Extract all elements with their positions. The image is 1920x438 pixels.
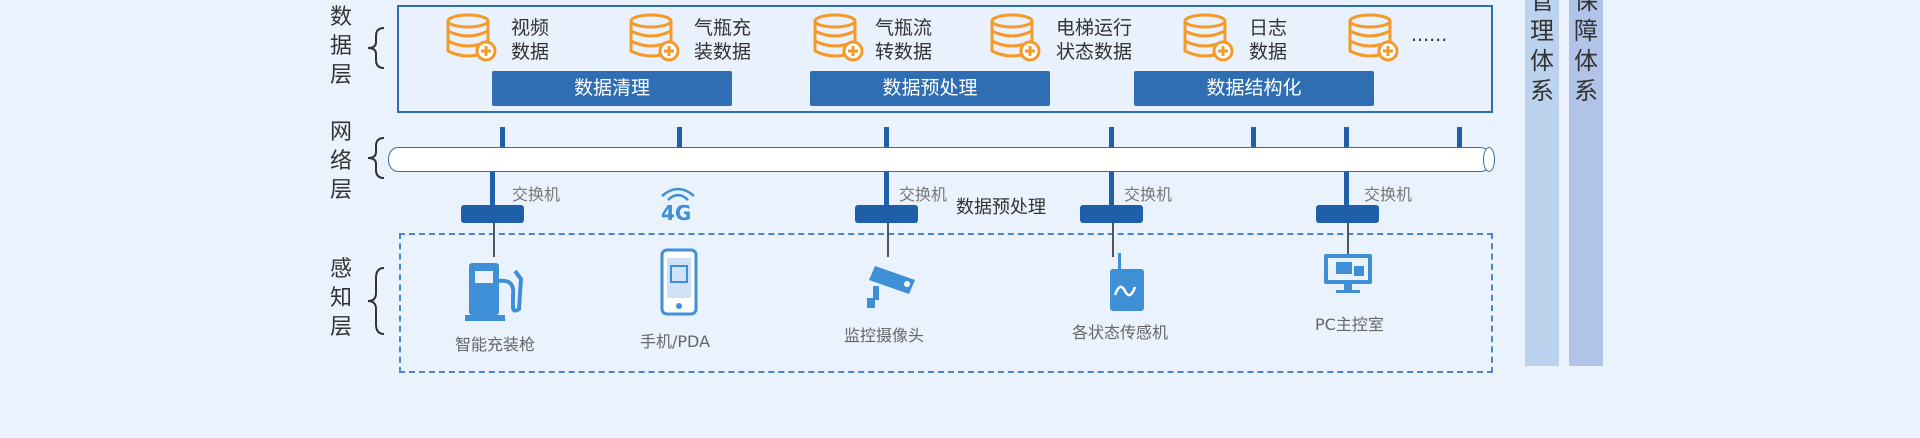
database-icon	[446, 13, 497, 62]
device-connector	[887, 223, 889, 257]
data-source-line: 数据	[1249, 41, 1288, 63]
data-source-line: 气瓶流	[875, 17, 933, 39]
network-switch	[1316, 205, 1379, 223]
switch-label: 交换机	[899, 185, 948, 204]
sensor-icon	[1110, 253, 1144, 311]
switch-label: 交换机	[512, 185, 561, 204]
data-source-line: ......	[1411, 24, 1448, 46]
preprocessing-note: 数据预处理	[956, 197, 1046, 218]
database-icon	[990, 13, 1041, 62]
data-source-label: 日志 数据	[1249, 16, 1287, 64]
data-source-line: 数据	[511, 41, 550, 63]
network-switch	[461, 205, 524, 223]
pc-monitor-icon	[1324, 254, 1372, 293]
connector-stem	[1109, 127, 1114, 147]
brace-network	[367, 137, 385, 179]
connector-stem	[1251, 127, 1256, 147]
layer-label-data: 数 据 层	[326, 3, 356, 90]
camera-icon	[867, 266, 915, 308]
data-source-line: 电梯运行	[1056, 17, 1133, 39]
device-label: 各状态传感机	[1072, 323, 1169, 342]
data-source-line: 日志	[1249, 17, 1288, 39]
data-cleaning-button[interactable]: 数据清理	[492, 71, 732, 106]
mobile-phone-icon	[660, 248, 698, 316]
switch-label: 交换机	[1124, 185, 1173, 204]
switch-label: 交换机	[1364, 185, 1413, 204]
layer-label-data-text: 数 据 层	[329, 5, 352, 88]
data-structuring-button[interactable]: 数据结构化	[1134, 71, 1374, 106]
security-system-column: 保 障 体 系	[1569, 0, 1603, 366]
4g-signal-icon: 4G	[658, 184, 698, 228]
management-system-text: 管 理 体 系	[1530, 0, 1554, 105]
switch-stem	[490, 172, 495, 205]
switch-stem	[884, 172, 889, 205]
data-source-line: 视频	[511, 17, 550, 39]
data-preprocessing-button[interactable]: 数据预处理	[810, 71, 1050, 106]
data-source-label: 视频 数据	[511, 16, 549, 64]
connector-stem	[500, 127, 505, 147]
data-source-label: ......	[1411, 23, 1447, 47]
database-icon	[629, 13, 680, 62]
layer-label-perception: 感 知 层	[326, 255, 356, 342]
device-connector	[1347, 223, 1349, 257]
brace-perception	[367, 267, 385, 335]
database-icon	[1183, 13, 1234, 62]
database-icon	[813, 13, 864, 62]
device-label: PC主控室	[1315, 315, 1384, 334]
management-system-column: 管 理 体 系	[1525, 0, 1559, 366]
layer-label-perception-text: 感 知 层	[329, 257, 352, 340]
device-label: 监控摄像头	[844, 326, 925, 345]
data-source-label: 气瓶充 装数据	[694, 16, 751, 64]
security-system-text: 保 障 体 系	[1574, 0, 1598, 105]
switch-stem	[1109, 172, 1114, 205]
data-source-label: 电梯运行 状态数据	[1056, 16, 1132, 64]
data-source-line: 气瓶充	[694, 17, 752, 39]
perception-layer-box	[399, 233, 1493, 373]
switch-stem	[1344, 172, 1349, 205]
device-connector	[493, 223, 495, 257]
device-connector	[1112, 223, 1114, 257]
connector-stem	[1457, 127, 1462, 147]
wifi-arcs-icon	[661, 187, 695, 201]
network-switch	[1080, 205, 1143, 223]
connector-stem	[677, 127, 682, 147]
network-switch	[855, 205, 918, 223]
layer-label-network-text: 网 络 层	[329, 120, 352, 203]
brace-data	[367, 27, 385, 69]
data-source-line: 装数据	[694, 41, 752, 63]
connector-stem	[1344, 127, 1349, 147]
data-source-line: 状态数据	[1056, 41, 1133, 63]
layer-label-network: 网 络 层	[326, 118, 356, 205]
device-label: 智能充装枪	[455, 335, 536, 354]
network-pipe-end	[1483, 147, 1495, 172]
device-label: 手机/PDA	[640, 332, 711, 351]
connector-stem	[884, 127, 889, 147]
data-source-line: 转数据	[875, 41, 933, 63]
fuel-nozzle-icon	[465, 263, 524, 321]
network-pipe	[388, 147, 1491, 172]
4g-text: 4G	[661, 201, 692, 225]
database-icon	[1348, 13, 1399, 62]
data-source-label: 气瓶流 转数据	[875, 16, 932, 64]
